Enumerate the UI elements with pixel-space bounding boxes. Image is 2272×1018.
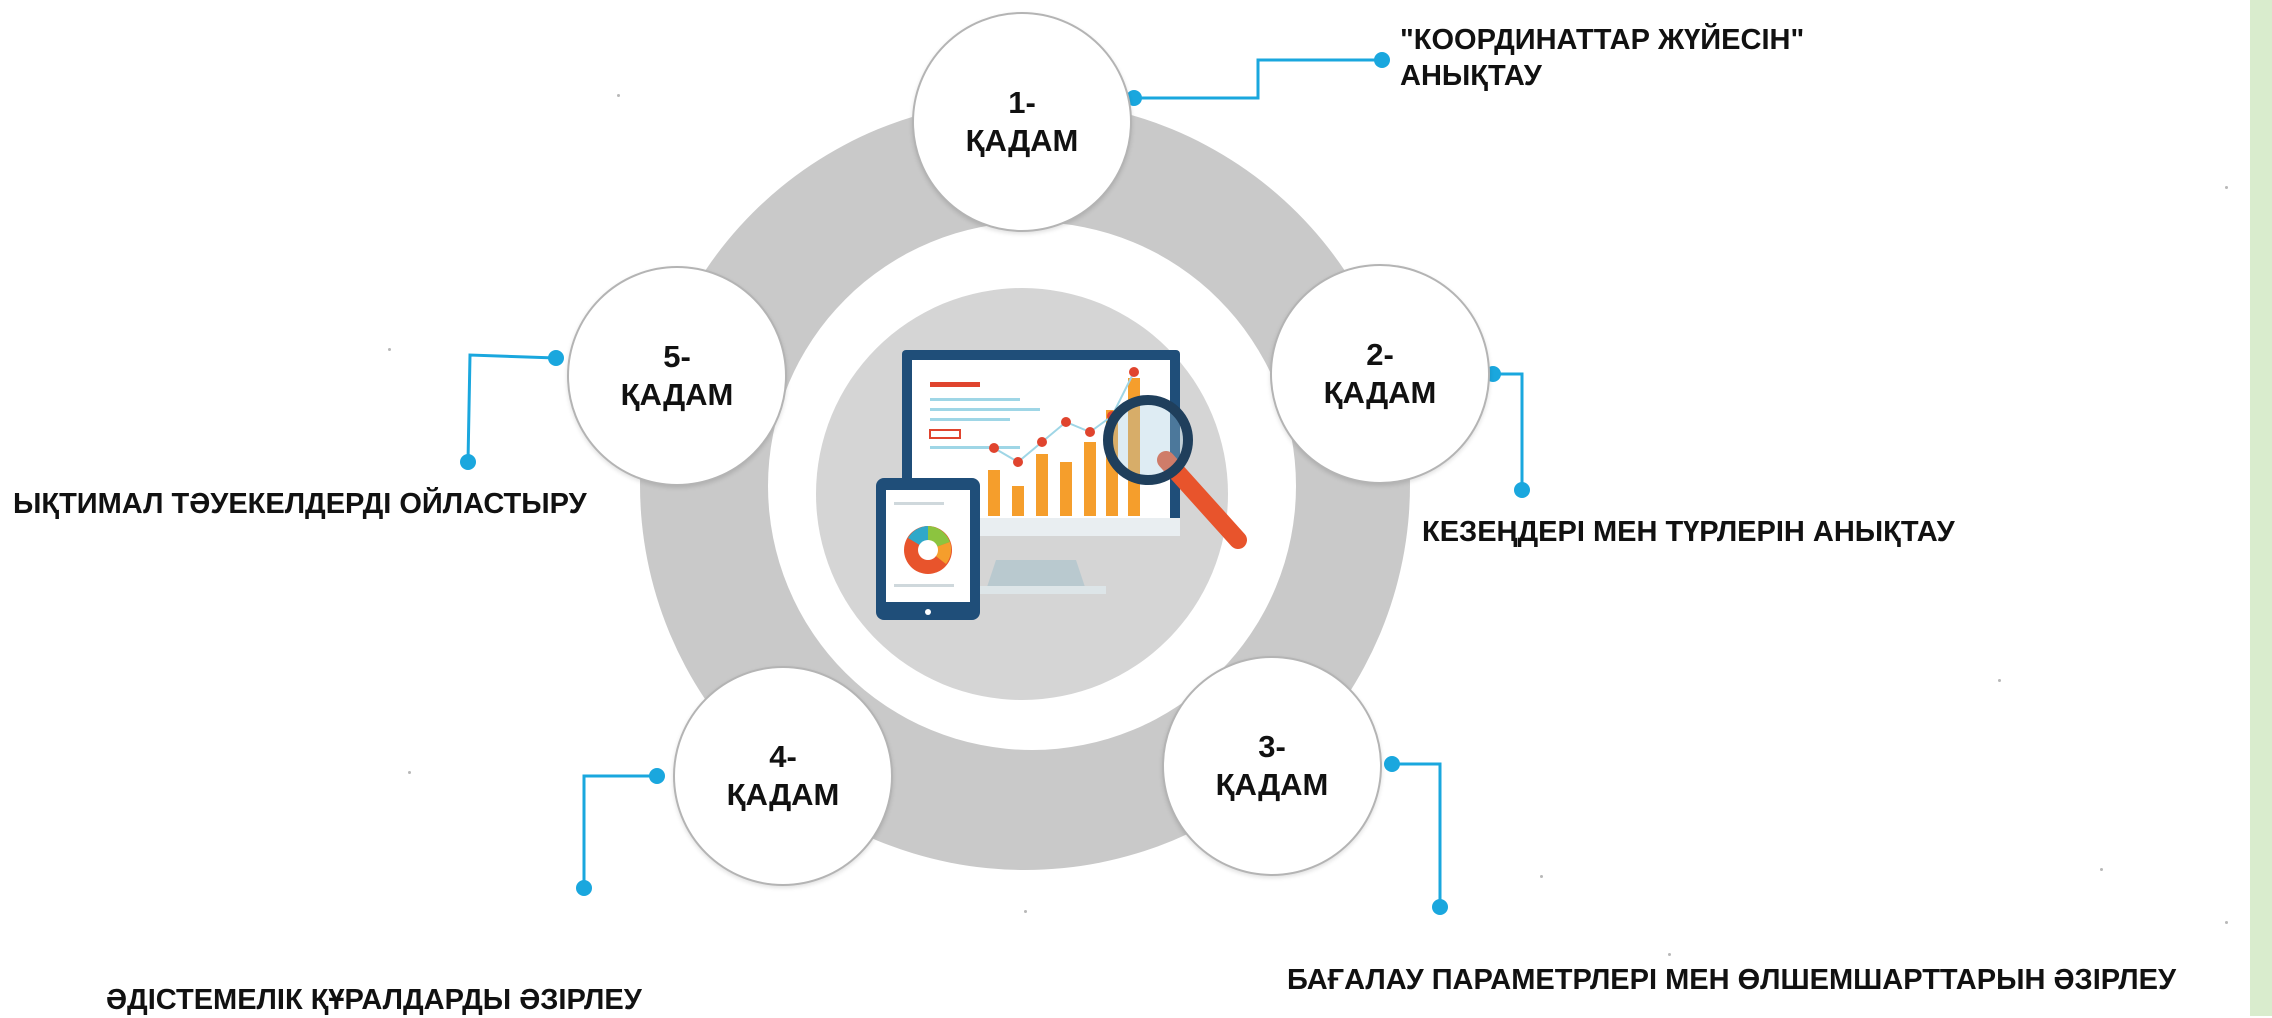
tablet-pie-chart-icon: [876, 478, 980, 620]
step-2-label: КЕЗЕҢДЕРІ МЕН ТҮРЛЕРІН АНЫҚТАУ: [1422, 516, 1955, 548]
background-speck: [408, 771, 411, 774]
step-1-label-line1: "КООРДИНАТТАР ЖҮЙЕСІН": [1400, 24, 1805, 56]
step-3-circle: 3- ҚАДАМ: [1162, 656, 1382, 876]
step-2-circle: 2- ҚАДАМ: [1270, 264, 1490, 484]
analytics-illustration: [876, 350, 1247, 620]
background-speck: [1668, 953, 1671, 956]
background-speck: [2225, 921, 2228, 924]
background-speck: [2225, 186, 2228, 189]
background-speck: [1024, 910, 1027, 913]
step-1-circle: 1- ҚАДАМ: [912, 12, 1132, 232]
step-2-number: 2-: [1366, 337, 1394, 372]
step-2-word: ҚАДАМ: [1323, 375, 1437, 410]
background-speck: [2100, 868, 2103, 871]
step-4-word: ҚАДАМ: [726, 777, 840, 812]
magnifying-glass-icon: [1103, 395, 1247, 549]
step-1-label-line2: АНЫҚТАУ: [1400, 60, 1542, 92]
step-3-word: ҚАДАМ: [1215, 767, 1329, 802]
step-5-label: ЫҚТИМАЛ ТӘУЕКЕЛДЕРДІ ОЙЛАСТЫРУ: [13, 488, 587, 520]
background-speck: [617, 94, 620, 97]
step-1-label: "КООРДИНАТТАР ЖҮЙЕСІН" АНЫҚТАУ: [1400, 22, 1804, 94]
step-5-word: ҚАДАМ: [620, 377, 734, 412]
step-4-label: ӘДІСТЕМЕЛІК ҚҰРАЛДАРДЫ ӘЗІРЛЕУ: [106, 984, 642, 1016]
step-4-number: 4-: [769, 739, 797, 774]
step-5-number: 5-: [663, 339, 691, 374]
side-accent-bar: [2250, 0, 2272, 1016]
step-1-number: 1-: [1008, 85, 1036, 120]
step-1-word: ҚАДАМ: [965, 123, 1079, 158]
background-speck: [1540, 875, 1543, 878]
step-4-circle: 4- ҚАДАМ: [673, 666, 893, 886]
step-3-number: 3-: [1258, 729, 1286, 764]
background-speck: [388, 348, 391, 351]
background-speck: [1998, 679, 2001, 682]
step-3-label: БАҒАЛАУ ПАРАМЕТРЛЕРІ МЕН ӨЛШЕМШАРТТАРЫН …: [1287, 964, 2177, 996]
step-5-circle: 5- ҚАДАМ: [567, 266, 787, 486]
